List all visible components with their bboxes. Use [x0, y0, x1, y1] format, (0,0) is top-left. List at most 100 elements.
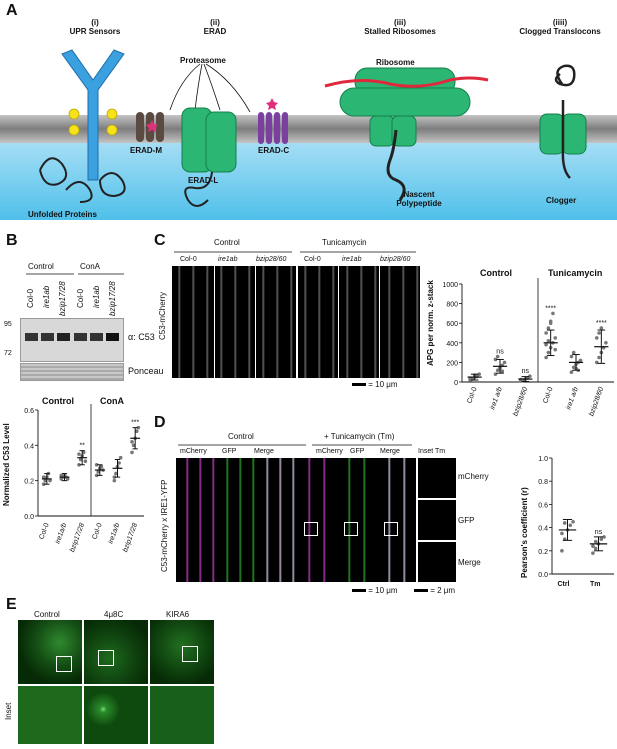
label-proteasome: Proteasome — [180, 56, 226, 65]
data-point — [114, 471, 118, 476]
upr-sensor-icon — [39, 49, 126, 203]
erad-l-icon — [181, 107, 237, 207]
category-label: bzip28/60 — [588, 386, 605, 417]
panel-c-letter: C — [154, 232, 166, 249]
data-point — [94, 462, 99, 467]
panel-d-group-lines — [178, 444, 412, 446]
panel-a-col3-title: (iii) Stalled Ribosomes — [340, 18, 460, 36]
panel-d-group-control: Control — [228, 432, 254, 441]
panel-d-scalebar-1: = 10 μm — [352, 586, 398, 595]
data-point — [569, 370, 574, 374]
significance-label: ns — [595, 529, 603, 536]
category-label: bzip17/28 — [122, 522, 139, 553]
y-tick-label: 200 — [446, 360, 458, 367]
data-point — [578, 358, 583, 363]
panel-e-image-kira6 — [150, 620, 214, 684]
category-label: ire1 a/b — [565, 386, 580, 410]
panel-e-col-label: Control — [34, 610, 60, 619]
data-point — [134, 429, 139, 433]
data-point — [94, 473, 99, 478]
western-blot-c53 — [20, 318, 124, 362]
erad-m-icon — [136, 112, 164, 142]
y-tick-label: 400 — [446, 341, 458, 348]
channel-label: Merge — [380, 448, 400, 455]
blot-lane-labels: Col-0 ire1ab bzip17/28 Col-0 ire1ab bzip… — [22, 278, 132, 318]
data-point — [599, 326, 604, 330]
data-point — [602, 535, 606, 539]
panel-d-group-tm: + Tunicamycin (Tm) — [324, 432, 395, 441]
category-label: Ctrl — [557, 581, 569, 588]
category-label: ire1 a/b — [489, 386, 504, 410]
data-point — [500, 369, 505, 374]
inset-label: GFP — [458, 516, 475, 525]
panel-e-col-label: 4μ8C — [104, 610, 124, 619]
panel-a-letter: A — [6, 2, 18, 19]
data-point — [77, 462, 81, 467]
label-erad-l: ERAD-L — [188, 176, 219, 185]
data-point — [117, 461, 121, 465]
category-label: Tm — [590, 581, 601, 588]
y-tick-label: 0.6 — [24, 408, 34, 415]
label-clogger: Clogger — [546, 196, 577, 205]
er-membrane — [0, 115, 617, 143]
category-label: Col-0 — [466, 386, 478, 404]
mw-marker: 72 — [4, 350, 12, 357]
label-unfolded-proteins: Unfolded Proteins — [28, 210, 97, 219]
data-point — [112, 478, 117, 483]
data-point — [569, 354, 574, 359]
micrograph-d-strip — [176, 458, 416, 582]
data-point — [48, 478, 52, 483]
erad-c-icon — [258, 98, 288, 144]
data-point — [43, 478, 48, 483]
data-point — [77, 452, 81, 456]
channel-label: mCherry — [180, 448, 207, 455]
data-point — [83, 459, 88, 464]
panel-a-schematic — [0, 49, 617, 220]
category-label: Col-0 — [38, 522, 50, 540]
lane-label: Col-0 — [26, 288, 35, 308]
inset-title: Inset Tm — [418, 448, 446, 455]
data-point — [562, 521, 567, 525]
data-point — [551, 311, 555, 316]
data-point — [65, 477, 70, 481]
col-number: (ii) — [210, 18, 220, 27]
panel-c-group-control: Control — [214, 238, 240, 247]
data-point — [112, 475, 117, 479]
data-point — [571, 350, 576, 355]
data-point — [493, 357, 498, 362]
label-erad-c: ERAD-C — [258, 146, 290, 155]
data-point — [553, 336, 558, 340]
data-point — [546, 339, 551, 343]
micrograph-c-strip — [172, 266, 420, 378]
data-point — [477, 372, 482, 376]
lane-label: ire1ab — [92, 285, 101, 308]
data-point — [560, 531, 564, 536]
mw-marker: 95 — [4, 321, 12, 328]
y-tick-label: 800 — [446, 302, 458, 309]
data-point — [571, 520, 575, 524]
panel-c-group-lines — [174, 251, 416, 253]
y-tick-label: 0.2 — [24, 479, 34, 486]
proteasome-arrows — [169, 63, 251, 113]
panel-c-scalebar: = 10 μm — [352, 380, 398, 389]
scalebar-text: = 2 μm — [430, 586, 456, 595]
inset-mcherry — [418, 458, 456, 498]
significance-label: ns — [522, 368, 530, 375]
chart-c-group-tunicamycin: Tunicamycin — [548, 268, 603, 278]
inset-label: mCherry — [458, 472, 489, 481]
er-lumen — [0, 142, 617, 220]
scalebar-text: = 10 μm — [368, 586, 398, 595]
panel-e-inset-4u8c — [84, 686, 148, 744]
category-label: Col-0 — [91, 522, 103, 540]
col-title: ERAD — [203, 27, 227, 36]
significance-label: **** — [596, 320, 607, 327]
lane-label: Col-0 — [76, 288, 85, 308]
channel-label: Merge — [254, 448, 274, 455]
panel-c-side-label: C53-mCherry — [158, 291, 167, 340]
y-tick-label: 1.0 — [538, 456, 548, 463]
data-point — [544, 355, 548, 360]
panel-c-group-tunicamycin: Tunicamycin — [322, 238, 367, 247]
